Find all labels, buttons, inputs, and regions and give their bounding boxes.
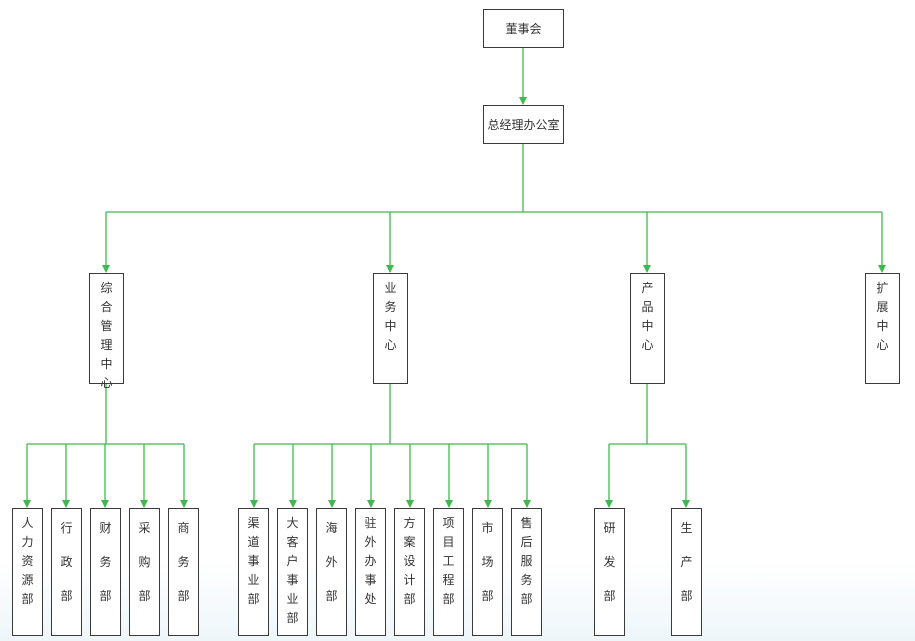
node-board-label: 董事会	[505, 22, 542, 36]
node-dept-market-label: 市场部	[481, 521, 494, 603]
node-center-business: 业务中心	[373, 273, 408, 384]
node-dept-key-account-label: 大客户事业部	[286, 516, 299, 625]
node-dept-finance: 财务部	[90, 508, 121, 636]
node-dept-channel-label: 渠道事业部	[247, 516, 260, 606]
node-center-product-label: 产品中心	[641, 281, 654, 352]
node-dept-project-engineering: 项目工程部	[433, 508, 464, 636]
node-dept-key-account: 大客户事业部	[277, 508, 308, 636]
node-dept-overseas: 海外部	[316, 508, 347, 636]
node-center-general-label: 综合管理中心	[100, 281, 113, 390]
node-center-general: 综合管理中心	[89, 273, 124, 390]
node-center-product: 产品中心	[630, 273, 665, 384]
node-dept-production-label: 生产部	[680, 521, 693, 603]
node-dept-project-engineering-label: 项目工程部	[442, 516, 455, 606]
node-dept-hr: 人力资源部	[12, 508, 43, 636]
node-dept-finance-label: 财务部	[99, 521, 112, 603]
node-dept-admin-label: 行政部	[60, 521, 73, 603]
node-dept-commerce: 商务部	[168, 508, 199, 636]
node-dept-after-sales-label: 售后服务部	[520, 516, 533, 606]
node-dept-solution-design: 方案设计部	[394, 508, 425, 636]
node-center-business-label: 业务中心	[384, 281, 397, 352]
node-dept-solution-design-label: 方案设计部	[403, 516, 416, 606]
node-dept-purchasing-label: 采购部	[138, 521, 151, 603]
node-dept-rd-label: 研发部	[603, 521, 616, 603]
node-dept-rd: 研发部	[594, 508, 625, 636]
node-dept-after-sales: 售后服务部	[511, 508, 542, 636]
node-dept-foreign-office: 驻外办事处	[355, 508, 386, 636]
node-dept-production: 生产部	[671, 508, 702, 636]
node-center-expansion: 扩展中心	[865, 273, 900, 384]
node-dept-hr-label: 人力资源部	[21, 516, 34, 606]
node-dept-admin: 行政部	[51, 508, 82, 636]
node-board: 董事会	[483, 9, 564, 48]
node-dept-purchasing: 采购部	[129, 508, 160, 636]
node-dept-commerce-label: 商务部	[177, 521, 190, 603]
node-gm-office-label: 总经理办公室	[487, 118, 560, 132]
node-dept-market: 市场部	[472, 508, 503, 636]
node-dept-channel: 渠道事业部	[238, 508, 269, 636]
node-center-expansion-label: 扩展中心	[876, 281, 889, 352]
node-dept-overseas-label: 海外部	[325, 521, 338, 603]
node-dept-foreign-office-label: 驻外办事处	[364, 516, 377, 606]
node-gm-office: 总经理办公室	[483, 105, 564, 144]
